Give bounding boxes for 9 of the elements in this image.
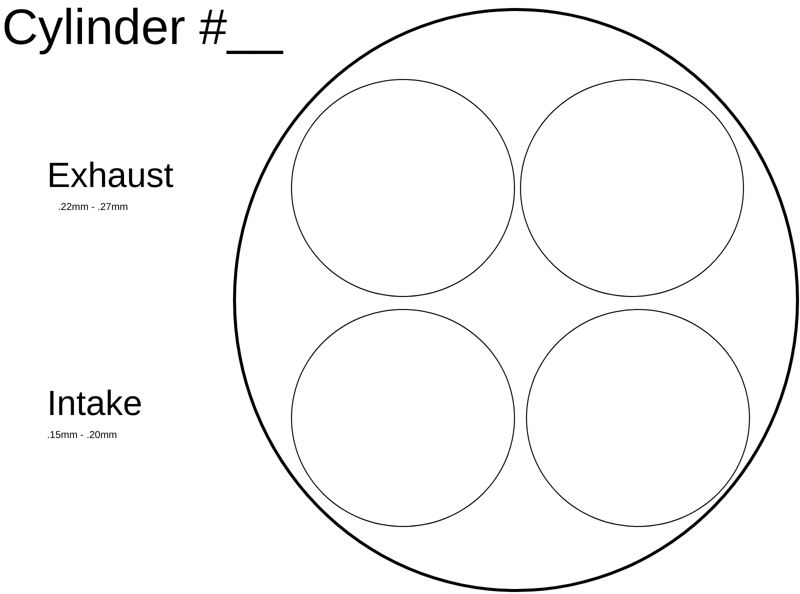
valve-outline <box>520 79 744 297</box>
valve-outline <box>526 309 750 527</box>
clearance-spec: .22mm - .27mm <box>58 203 128 213</box>
valve-label: Intake <box>47 386 142 421</box>
valve-outline <box>291 79 515 297</box>
valve-label: Exhaust <box>47 158 174 193</box>
valve-outline <box>291 309 515 527</box>
title: Cylinder #__ <box>2 2 283 52</box>
clearance-spec: .15mm - .20mm <box>47 431 118 441</box>
